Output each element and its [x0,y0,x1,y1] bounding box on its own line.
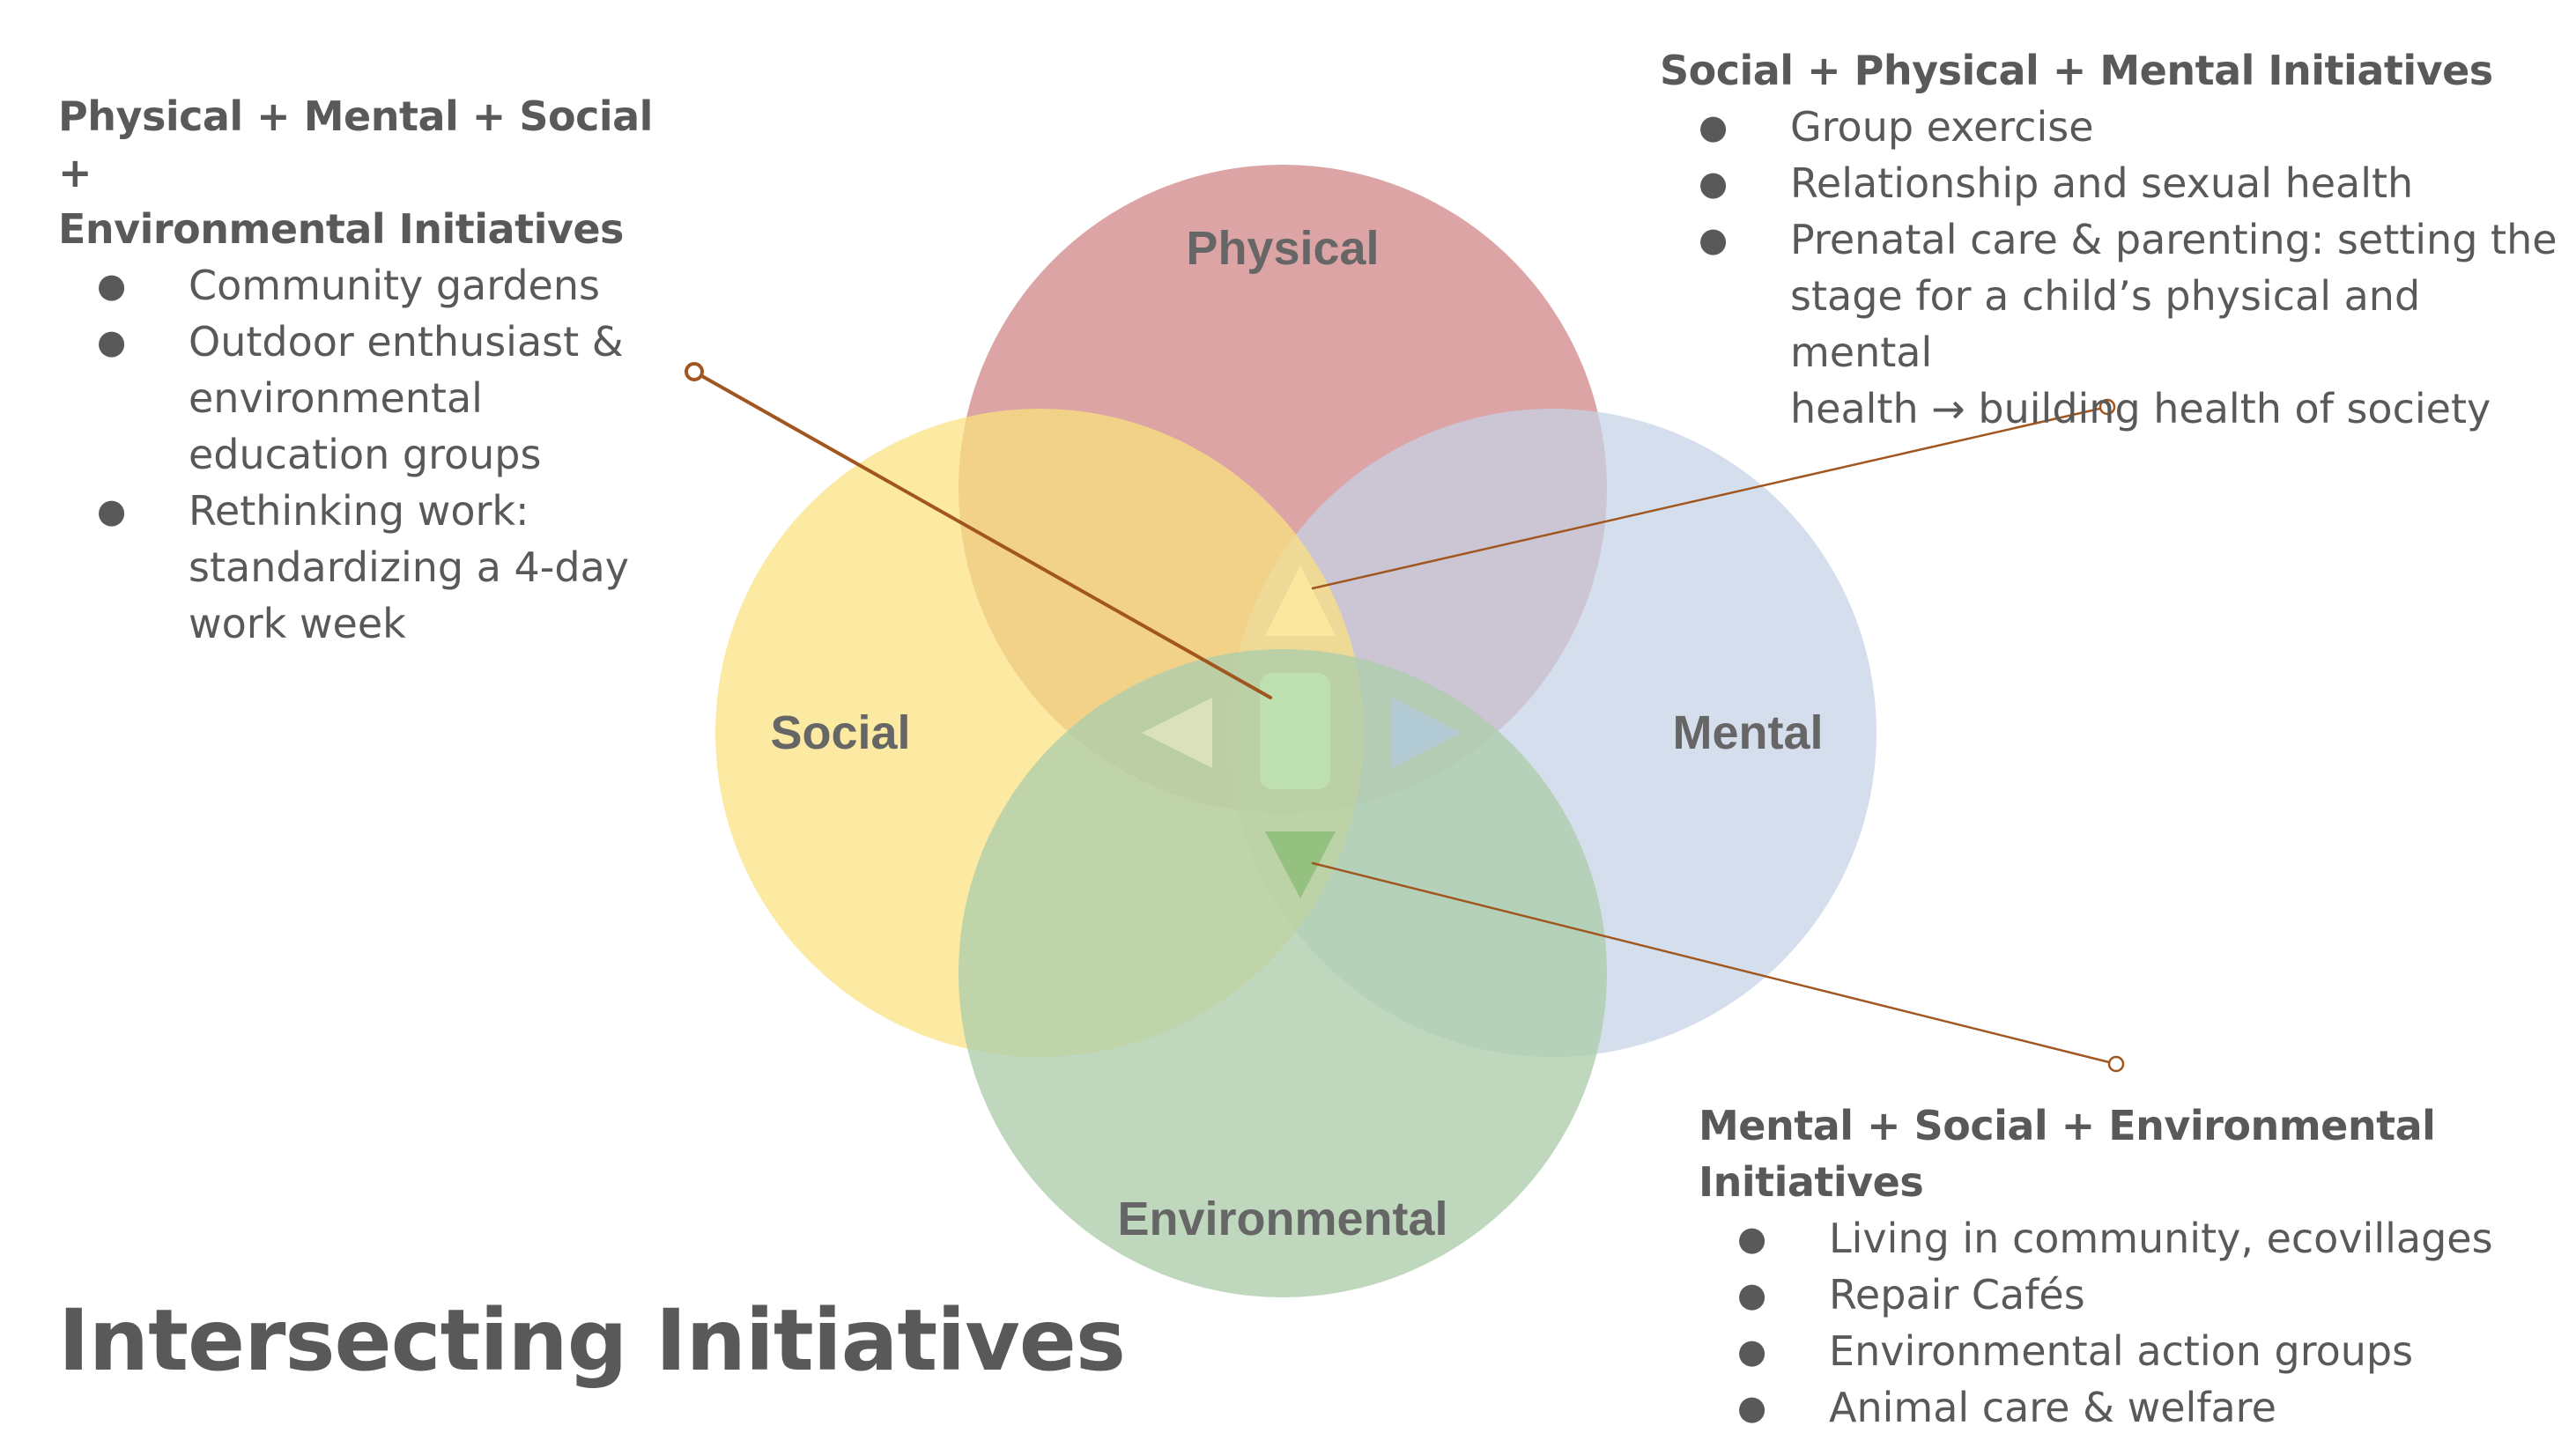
environmental-circle [959,649,1607,1297]
list-item: Prenatal care & parenting: setting the s… [1660,211,2558,437]
list-item: Living in community, ecovillages [1699,1210,2509,1267]
connector-line-top-right [1311,405,2109,590]
list-item-line: standardizing a 4-day [189,543,630,591]
list-item: Relationship and sexual health [1660,155,2558,211]
list-item-line: Living in community, ecovillages [1829,1215,2493,1262]
list-item-line: Community gardens [189,262,600,309]
physical-label: Physical [1186,222,1379,275]
list-item-line: Environmental action groups [1829,1327,2414,1375]
initiative-list: Community gardens Outdoor enthusiast & e… [58,257,692,652]
block-heading-line: Physical + Mental + Social + [58,92,653,196]
block-heading-line: Environmental Initiatives [58,205,624,253]
connector-dot-bottom-right [2107,1055,2125,1073]
connector-line-bottom-right [1311,861,2118,1066]
text-block-social-physical-mental: Social + Physical + Mental Initiatives G… [1660,42,2558,437]
list-item-line: Outdoor enthusiast & [189,318,624,366]
text-block-mental-social-environmental: Mental + Social + Environmental Initiati… [1699,1097,2509,1436]
list-item: Environmental action groups [1699,1323,2509,1379]
triangle-left-icon [1142,698,1212,768]
list-item: Repair Cafés [1699,1267,2509,1323]
triangle-right-icon [1392,698,1461,768]
list-item-line: education groups [189,431,542,478]
list-item: Community gardens [58,257,692,314]
initiative-list: Living in community, ecovillages Repair … [1699,1210,2509,1436]
list-item-line: stage for a child’s physical and mental [1790,272,2421,376]
list-item-line: health → building health of society [1790,385,2491,432]
list-item: Group exercise [1660,99,2558,155]
block-heading-line: Mental + Social + Environmental [1699,1102,2436,1149]
list-item: Animal care & welfare [1699,1379,2509,1436]
rounded-square-icon [1260,673,1330,789]
list-item-line: work week [189,600,406,647]
list-item-line: Animal care & welfare [1829,1384,2276,1431]
text-block-all-four-initiatives: Physical + Mental + Social + Environment… [58,88,692,652]
list-item-line: Group exercise [1790,103,2094,151]
environmental-label: Environmental [1117,1193,1447,1245]
block-heading-line: Initiatives [1699,1158,1924,1206]
initiative-list: Group exercise Relationship and sexual h… [1660,99,2558,437]
mental-label: Mental [1672,706,1823,759]
list-item-line: environmental [189,374,483,422]
list-item: Outdoor enthusiast & environmental educa… [58,314,692,483]
page-title: Intersecting Initiatives [58,1291,1126,1390]
list-item-line: Relationship and sexual health [1790,159,2414,207]
social-label: Social [770,706,910,759]
triangle-up-icon [1265,565,1336,636]
list-item: Rethinking work: standardizing a 4-day w… [58,483,692,652]
block-heading-line: Social + Physical + Mental Initiatives [1660,47,2493,94]
triangle-down-icon [1265,831,1336,898]
list-item-line: Repair Cafés [1829,1271,2085,1319]
connector-line-top-left [692,370,1272,699]
list-item-line: Prenatal care & parenting: setting the [1790,216,2557,263]
list-item-line: Rethinking work: [189,487,529,535]
